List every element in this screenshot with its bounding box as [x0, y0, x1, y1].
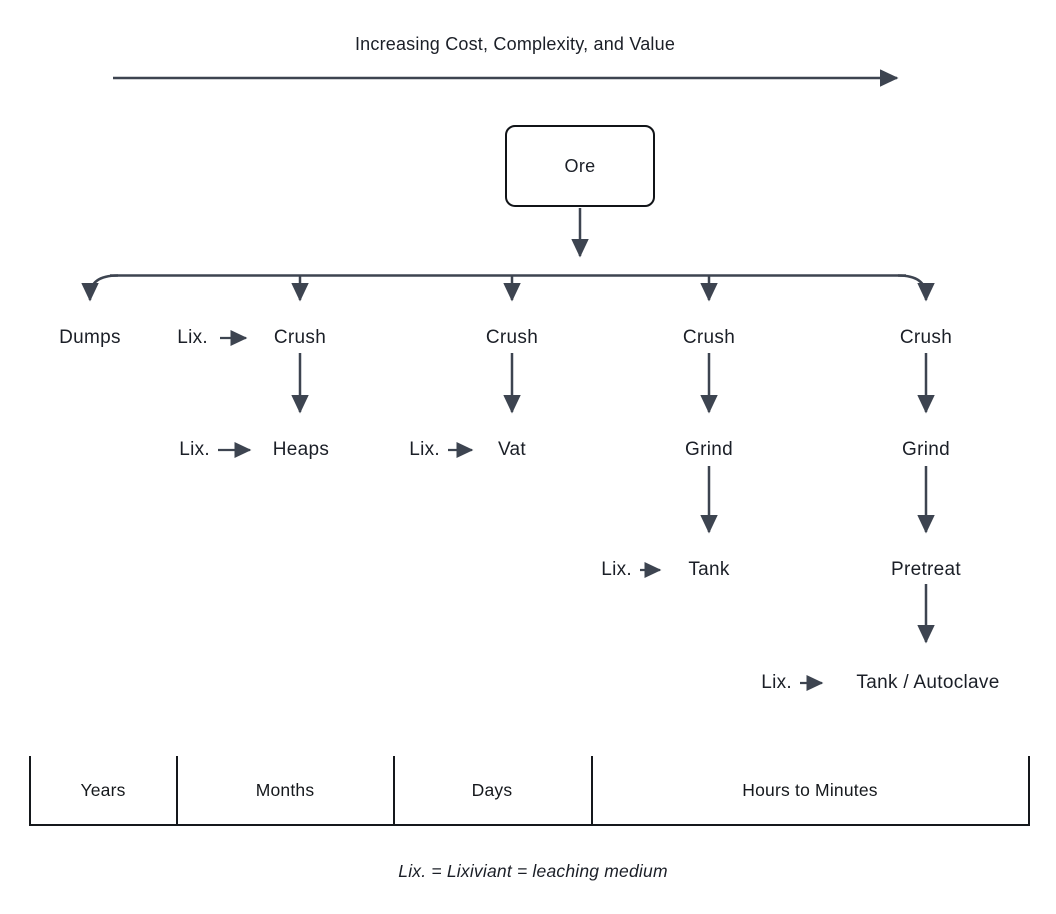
node-label-crush-4: Crush [682, 327, 736, 348]
timescale-label-months: Months [255, 780, 315, 800]
lix-label-vat: Lix. [409, 439, 440, 460]
timescale-label-years: Years [80, 780, 126, 800]
timeline-tick-1 [29, 756, 31, 824]
cost-axis-title: Increasing Cost, Complexity, and Value [354, 34, 676, 54]
spine-arrow-dumps [81, 274, 119, 302]
node-label-crush-2: Crush [273, 327, 327, 348]
timescale-label-days: Days [471, 780, 513, 800]
ore-node: Ore [505, 125, 655, 207]
node-label-grind-5: Grind [902, 439, 950, 460]
timescale-label-hours-to-minutes: Hours to Minutes [742, 780, 878, 800]
node-label-heaps: Heaps [272, 439, 330, 460]
node-label-crush-5: Crush [899, 327, 953, 348]
lix-label-tank-autoclave: Lix. [761, 672, 792, 693]
node-label-vat: Vat [497, 439, 527, 460]
lix-label-crush: Lix. [177, 327, 208, 348]
lix-label-tank: Lix. [601, 559, 632, 580]
timeline-tick-5 [1028, 756, 1030, 824]
timeline-baseline [29, 824, 1030, 826]
node-label-dumps: Dumps [59, 327, 121, 348]
ore-node-label: Ore [564, 155, 596, 176]
node-label-crush-3: Crush [485, 327, 539, 348]
timeline-tick-2 [176, 756, 178, 824]
node-label-tank: Tank [688, 559, 730, 580]
lixiviant-footnote: Lix. = Lixiviant = leaching medium [398, 861, 668, 881]
spine-arrow-branch5 [897, 274, 935, 302]
timeline-tick-3 [393, 756, 395, 824]
timeline-tick-4 [591, 756, 593, 824]
node-label-pretreat: Pretreat [891, 559, 961, 580]
node-label-grind-4: Grind [685, 439, 733, 460]
node-label-tank-autoclave: Tank / Autoclave [856, 672, 1000, 693]
lix-label-heaps: Lix. [179, 439, 210, 460]
